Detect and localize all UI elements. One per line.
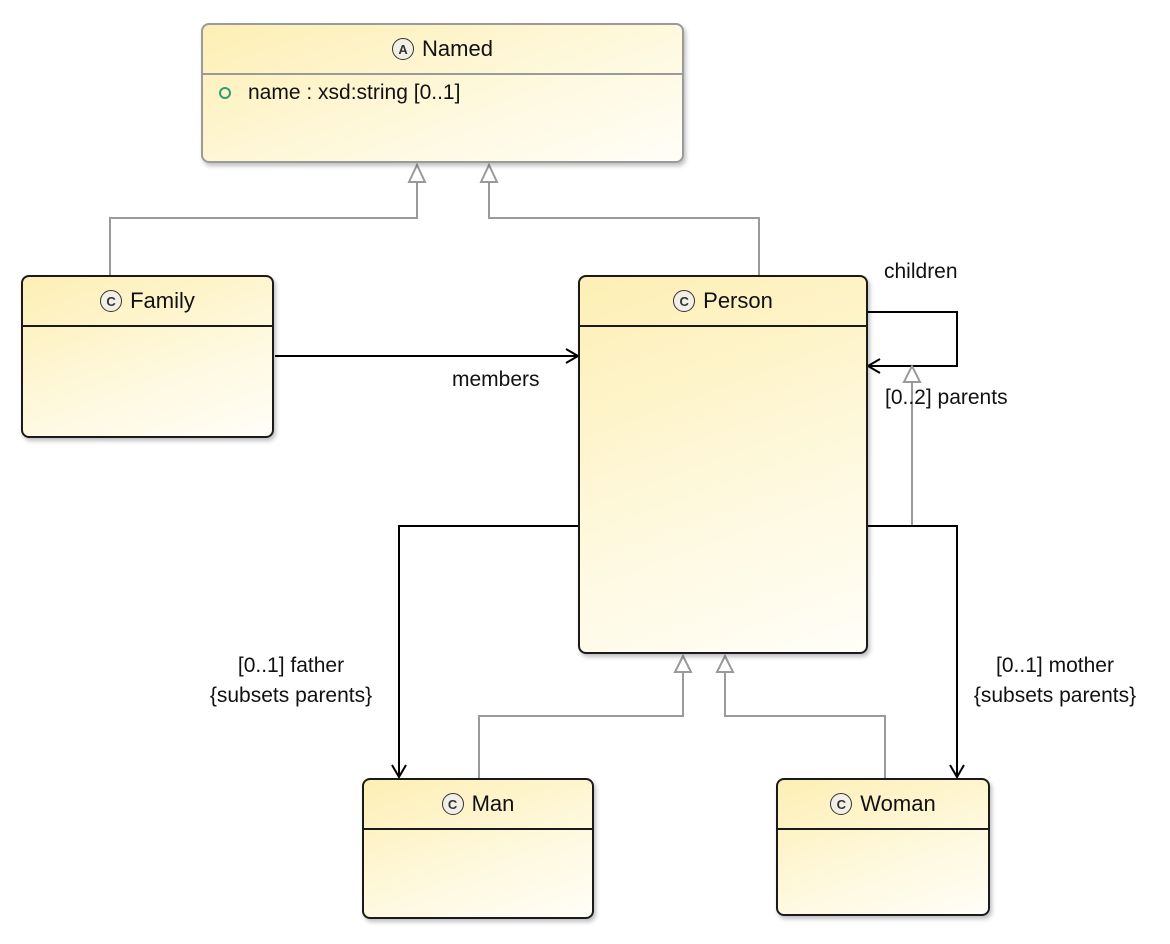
- label-mother: [0..1] mother {subsets parents}: [955, 651, 1155, 711]
- public-attribute-icon: [219, 87, 231, 99]
- class-family[interactable]: C Family: [21, 275, 274, 438]
- class-man-title: Man: [471, 791, 515, 816]
- association-father: [391, 525, 578, 779]
- attribute-name[interactable]: name : xsd:string [0..1]: [203, 75, 682, 105]
- class-person-title: Person: [703, 288, 773, 313]
- label-father-role: [0..1] father: [237, 654, 345, 677]
- class-family-title: Family: [130, 288, 195, 313]
- class-woman[interactable]: C Woman: [776, 778, 990, 916]
- generalization-man-person: [478, 653, 693, 778]
- class-icon: C: [673, 290, 696, 312]
- class-woman-title: Woman: [860, 791, 936, 816]
- generalization-person-named: [479, 162, 760, 275]
- class-named-title: Named: [422, 36, 493, 61]
- class-family-header: C Family: [23, 277, 272, 327]
- association-members: [275, 348, 580, 364]
- label-parents: [0..2] parents: [885, 386, 1008, 409]
- class-icon: C: [830, 793, 853, 815]
- class-man-header: C Man: [364, 780, 592, 830]
- class-named[interactable]: A Named name : xsd:string [0..1]: [201, 23, 684, 163]
- abstract-class-icon: A: [392, 38, 415, 60]
- label-father-constraint: {subsets parents}: [209, 684, 373, 707]
- class-icon: C: [100, 290, 123, 312]
- class-named-header: A Named: [203, 25, 682, 75]
- class-person-header: C Person: [580, 277, 866, 327]
- association-mother: [868, 525, 965, 779]
- attribute-name-label: name : xsd:string [0..1]: [248, 81, 461, 104]
- class-person[interactable]: C Person: [578, 275, 868, 654]
- generalization-family-named: [109, 162, 427, 275]
- class-man[interactable]: C Man: [362, 778, 594, 919]
- class-woman-header: C Woman: [778, 780, 988, 830]
- association-children-parents: [866, 311, 958, 374]
- label-mother-role: [0..1] mother: [996, 654, 1114, 677]
- label-mother-constraint: {subsets parents}: [973, 684, 1137, 707]
- generalization-subsets-parents: [902, 363, 922, 526]
- label-father: [0..1] father {subsets parents}: [190, 651, 392, 711]
- label-children: children: [884, 260, 958, 283]
- label-members: members: [452, 368, 540, 391]
- class-icon: C: [441, 793, 464, 815]
- generalization-woman-person: [715, 653, 886, 778]
